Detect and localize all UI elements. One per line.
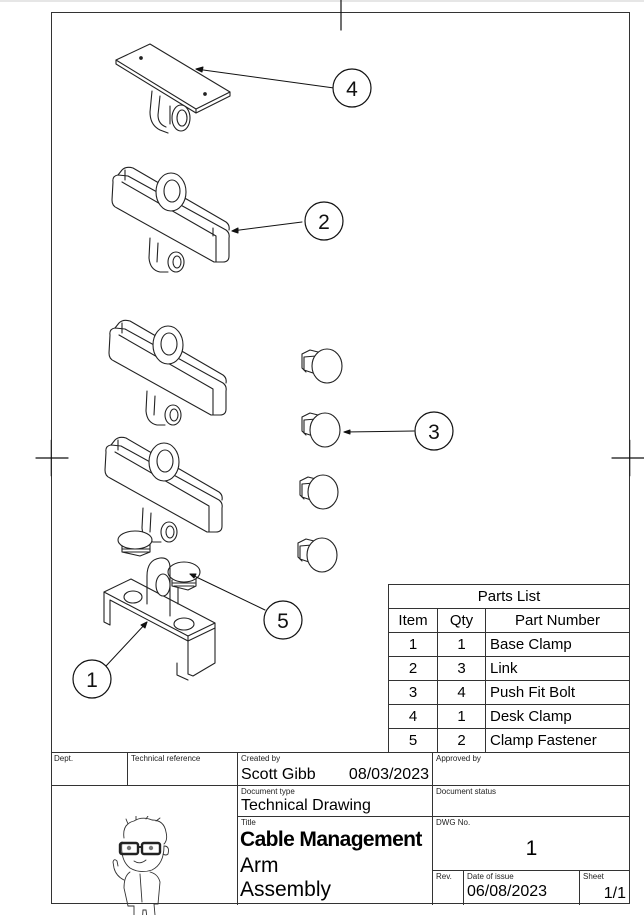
cell-qty: 1 [437, 704, 486, 729]
avatar-glasses-left [118, 841, 140, 856]
created-by-label: Created by [241, 754, 281, 763]
parts-list-title: Parts List [388, 584, 630, 609]
balloon-item-2[interactable]: 2 [304, 201, 344, 241]
cell-qty: 3 [437, 656, 486, 681]
table-row: 1 1 Base Clamp [388, 632, 630, 657]
approved-by-label: Approved by [436, 754, 481, 763]
cell-qty: 1 [437, 632, 486, 657]
center-marks [35, 0, 644, 477]
technical-reference-label: Technical reference [131, 754, 201, 763]
dept-label: Dept. [54, 754, 74, 763]
cell-part-number: Base Clamp [485, 632, 630, 657]
page-top-band [0, 0, 644, 2]
sheet-value: 1/1 [603, 885, 626, 902]
leader-lines [105, 66, 415, 667]
title-line-1: Cable Management [240, 828, 422, 851]
balloon-item-4[interactable]: 4 [332, 68, 372, 108]
title-line-3: Assembly [240, 878, 332, 901]
cell-part-number: Desk Clamp [485, 704, 630, 729]
table-row: 2 3 Link [388, 656, 630, 681]
document-status-label: Document status [436, 787, 497, 796]
table-row: 5 2 Clamp Fastener [388, 728, 630, 753]
cell-part-number: Link [485, 656, 630, 681]
balloon-label: 2 [318, 211, 330, 234]
cell-item: 2 [388, 656, 438, 681]
balloon-label: 4 [346, 78, 358, 101]
cell-qty: 2 [437, 728, 486, 753]
technical-reference-cell: Technical reference [128, 753, 238, 786]
leader-line-5 [189, 573, 266, 611]
part-clamp-fastener [117, 530, 201, 591]
push-fit-bolt-4 [297, 537, 338, 573]
balloon-label: 3 [428, 421, 440, 444]
balloon-item-5[interactable]: 5 [263, 600, 303, 640]
revision-label: Rev. [436, 872, 452, 881]
sheet-cell: Sheet 1/1 [580, 871, 630, 905]
revision-cell: Rev. [433, 871, 464, 905]
balloon-label: 1 [86, 669, 98, 692]
cell-item: 4 [388, 704, 438, 729]
column-header-qty: Qty [437, 608, 486, 633]
cell-qty: 4 [437, 680, 486, 705]
title-line-2: Arm [240, 854, 279, 877]
balloon-label: 5 [277, 610, 289, 633]
document-type-label: Document type [241, 787, 295, 796]
push-fit-bolt-2 [301, 412, 341, 448]
dwg-number-value: 1 [525, 837, 538, 860]
cell-item: 3 [388, 680, 438, 705]
dept-cell: Dept. [51, 753, 128, 786]
title-cell: Title Cable Management Arm Assembly [238, 817, 433, 905]
cell-part-number: Clamp Fastener [485, 728, 630, 753]
dwg-number-cell: DWG No. 1 [433, 817, 630, 871]
document-type-value: Technical Drawing [241, 797, 371, 814]
cell-part-number: Push Fit Bolt [485, 680, 630, 705]
document-type-cell: Document type Technical Drawing [238, 786, 433, 817]
dwg-number-label: DWG No. [436, 818, 471, 827]
leader-line-2 [231, 221, 303, 232]
avatar-hair [123, 817, 168, 845]
part-desk-clamp [115, 43, 231, 134]
created-date-value: 08/03/2023 [348, 766, 429, 783]
table-row: 3 4 Push Fit Bolt [388, 680, 630, 705]
part-push-fit-bolt [297, 348, 343, 573]
part-link-copy-2 [104, 436, 223, 543]
sheet-label: Sheet [583, 872, 604, 881]
item-balloons: 4 2 3 5 1 [72, 68, 454, 699]
date-of-issue-label: Date of issue [467, 872, 514, 881]
cell-item: 5 [388, 728, 438, 753]
leader-line-1 [105, 621, 148, 667]
document-status-cell: Document status [433, 786, 630, 817]
balloon-item-1[interactable]: 1 [72, 659, 112, 699]
table-row: 4 1 Desk Clamp [388, 704, 630, 729]
leader-line-4 [195, 68, 335, 89]
title-label: Title [241, 818, 256, 827]
leader-line-3 [343, 430, 415, 433]
part-link-copy-1 [108, 319, 227, 426]
column-header-item: Item [388, 608, 438, 633]
parts-list-table: Parts List Item Qty Part Number 1 1 Base… [388, 584, 630, 753]
created-by-value: Scott Gibb [241, 766, 316, 783]
logo-cell [51, 786, 238, 915]
date-of-issue-value: 06/08/2023 [467, 883, 548, 900]
title-block: Dept. Technical reference Created by Sco… [51, 752, 630, 915]
part-link [111, 166, 230, 273]
clamp-fastener-2 [167, 561, 201, 591]
date-of-issue-cell: Date of issue 06/08/2023 [464, 871, 580, 905]
cartoon-avatar-logo [112, 816, 169, 915]
approved-by-cell: Approved by [433, 753, 630, 786]
avatar-glasses-right [140, 841, 162, 856]
balloon-item-3[interactable]: 3 [414, 411, 454, 451]
created-by-cell: Created by Scott Gibb 08/03/2023 [238, 753, 433, 786]
cell-item: 1 [388, 632, 438, 657]
part-base-clamp [103, 557, 216, 681]
push-fit-bolt-3 [299, 474, 339, 510]
column-header-part-number: Part Number [485, 608, 630, 633]
clamp-fastener-1 [117, 530, 153, 557]
push-fit-bolt-1 [301, 348, 343, 384]
